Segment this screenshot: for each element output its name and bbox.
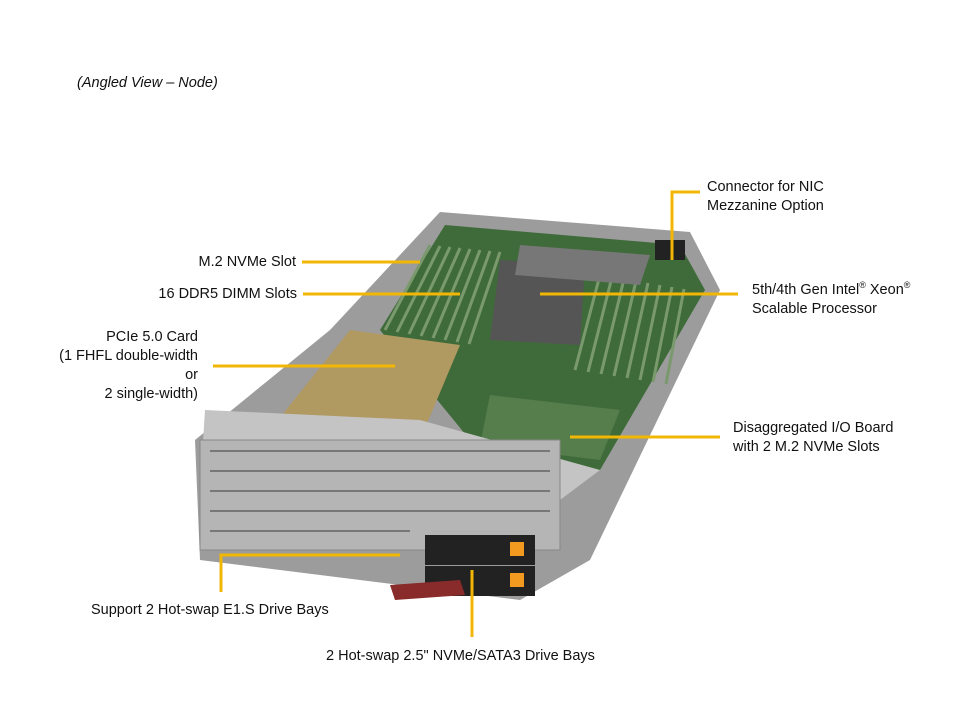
handle [390, 580, 465, 600]
view-caption: (Angled View – Node) [77, 75, 218, 91]
dimm-slots-left [383, 244, 502, 345]
label-cpu: 5th/4th Gen Intel® Xeon® Scalable Proces… [752, 276, 910, 319]
label-nic-line: Connector for NIC [707, 179, 824, 195]
mesh-pattern [210, 450, 550, 532]
nic-connector [655, 240, 685, 260]
cpu-text: 5th/4th Gen Intel [752, 281, 860, 298]
label-nic-line: Mezzanine Option [707, 198, 824, 214]
drive-latch-1 [510, 542, 524, 556]
cpu-text: Xeon [865, 281, 904, 298]
label-pcie-line: 2 single-width) [104, 386, 199, 402]
registered-mark: ® [859, 280, 866, 290]
pcie-card [270, 330, 460, 440]
label-dimm-slots: 16 DDR5 DIMM Slots [158, 286, 297, 302]
label-m2-slot: M.2 NVMe Slot [198, 254, 297, 270]
label-cpu-line1: 5th/4th Gen Intel® Xeon® [752, 276, 910, 300]
label-io-line: Disaggregated I/O Board [733, 420, 894, 436]
label-drive-bays: 2 Hot-swap 2.5" NVMe/SATA3 Drive Bays [326, 648, 595, 664]
rear-heatsink [515, 245, 650, 285]
label-pcie-line: or [185, 367, 198, 383]
label-pcie-card: PCIe 5.0 Card (1 FHFL double-width or 2 … [59, 328, 198, 404]
label-pcie-line: (1 FHFL double-width [59, 348, 198, 364]
label-io-board: Disaggregated I/O Board with 2 M.2 NVMe … [733, 419, 893, 457]
label-pcie-line: PCIe 5.0 Card [106, 329, 198, 345]
cpu-heatsink [490, 260, 585, 345]
label-e1s-bays: Support 2 Hot-swap E1.S Drive Bays [91, 602, 329, 618]
leader-nic [670, 190, 700, 260]
leader-lines [213, 190, 738, 637]
label-io-line: with 2 M.2 NVMe Slots [733, 439, 880, 455]
label-nic-connector: Connector for NIC Mezzanine Option [707, 178, 824, 216]
registered-mark: ® [903, 280, 911, 290]
leader-e1s [219, 553, 400, 592]
front-mesh [199, 439, 561, 551]
label-cpu-line2: Scalable Processor [752, 300, 877, 317]
drive-latch-2 [510, 573, 524, 587]
